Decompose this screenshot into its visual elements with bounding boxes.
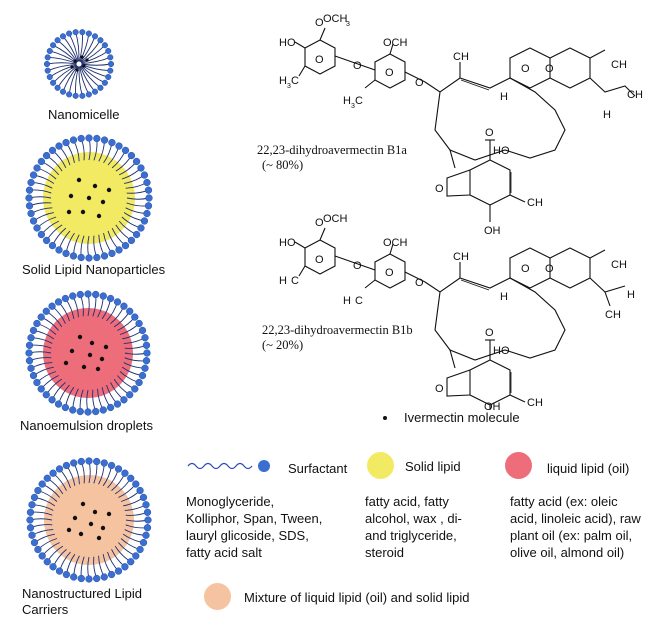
legend-liquid-lipid-title: liquid lipid (oil) — [547, 461, 630, 476]
legend-surfactant-examples: Monoglyceride, Kolliphor, Span, Tween, l… — [186, 494, 323, 560]
label-nanoemulsion-droplets: Nanoemulsion droplets — [20, 418, 153, 433]
svg-text:CH: CH — [527, 197, 543, 209]
svg-text:H: H — [603, 109, 611, 121]
structure-b1a — [294, 27, 636, 222]
svg-text:O: O — [385, 67, 394, 79]
nanostructured-lipid-carrier-drawing — [26, 457, 152, 583]
svg-text:O: O — [545, 63, 554, 75]
molecule-b1b-name: 22,23-dihydroavermectin B1b — [262, 323, 413, 337]
atom-labels-b1b: O OCH HO H C O O OCH H C O O CH O O CH H… — [279, 213, 635, 410]
svg-text:H: H — [627, 289, 635, 301]
svg-text:O: O — [545, 263, 554, 275]
legend-ivermectin-label: Ivermectin molecule — [404, 410, 520, 425]
svg-text:O: O — [521, 263, 530, 275]
svg-text:CH: CH — [627, 89, 643, 101]
svg-text:OCH: OCH — [323, 213, 348, 225]
molecule-b1a-percent: (~ 80%) — [262, 158, 304, 172]
molecule-b1a-name: 22,23-dihydroavermectin B1a — [257, 143, 407, 157]
ivermectin-structures: O OCH 3 HO H 3 C O O OCH H 3 C O O CH O … — [279, 13, 643, 410]
ivermectin-dot-icon — [383, 416, 387, 420]
svg-text:3: 3 — [351, 103, 355, 110]
svg-text:O: O — [315, 217, 324, 229]
legend-mixture-title: Mixture of liquid lipid (oil) and solid … — [244, 590, 470, 605]
svg-text:OH: OH — [484, 401, 501, 410]
svg-text:O: O — [415, 277, 424, 289]
svg-text:OCH: OCH — [323, 13, 348, 25]
svg-text:CH: CH — [605, 309, 621, 321]
svg-text:HO: HO — [493, 345, 510, 357]
svg-text:O: O — [435, 383, 444, 395]
legend-solid-lipid-examples: fatty acid, fatty alcohol, wax , di- and… — [365, 494, 462, 560]
label-nanostructured-lipid-carriers: Nanostructured Lipid Carriers — [22, 586, 142, 617]
label-nanomicelle: Nanomicelle — [48, 107, 120, 122]
svg-text:C: C — [291, 75, 299, 87]
svg-text:OCH: OCH — [383, 237, 408, 249]
svg-text:O: O — [353, 260, 362, 272]
particles-panel — [25, 29, 153, 583]
svg-text:O: O — [353, 60, 362, 72]
svg-text:H: H — [500, 291, 508, 303]
svg-text:H: H — [343, 295, 351, 307]
svg-text:C: C — [355, 95, 363, 107]
structure-b1b — [294, 227, 626, 410]
svg-text:H: H — [279, 275, 287, 287]
solid-lipid-swatch — [367, 452, 394, 479]
svg-text:H: H — [343, 95, 351, 107]
svg-text:H: H — [500, 91, 508, 103]
svg-text:HO: HO — [279, 237, 296, 249]
svg-text:C: C — [355, 295, 363, 307]
svg-text:O: O — [485, 327, 494, 339]
molecule-b1b-percent: (~ 20%) — [262, 338, 304, 352]
legend-surfactant-title: Surfactant — [288, 461, 348, 476]
atom-labels-b1a: O OCH 3 HO H 3 C O O OCH H 3 C O O CH O … — [279, 13, 643, 237]
liquid-lipid-swatch — [505, 452, 532, 479]
legend-solid-lipid-title: Solid lipid — [405, 459, 461, 474]
svg-text:C: C — [291, 275, 299, 287]
svg-text:H: H — [279, 75, 287, 87]
svg-text:O: O — [521, 63, 530, 75]
mixture-lipid-swatch — [204, 583, 231, 610]
svg-text:CH: CH — [453, 51, 469, 63]
svg-text:O: O — [315, 17, 324, 29]
nanoemulsion-droplet-drawing — [25, 290, 151, 416]
svg-text:O: O — [415, 77, 424, 89]
svg-text:O: O — [385, 267, 394, 279]
svg-text:3: 3 — [346, 21, 350, 28]
svg-text:O: O — [315, 254, 324, 266]
svg-text:HO: HO — [279, 37, 296, 49]
svg-text:O: O — [315, 54, 324, 66]
label-solid-lipid-nanoparticles: Solid Lipid Nanoparticles — [22, 262, 166, 277]
svg-text:CH: CH — [453, 251, 469, 263]
svg-text:3: 3 — [287, 83, 291, 90]
nanomicelle-drawing — [43, 29, 115, 99]
legend-liquid-lipid-examples: fatty acid (ex: oleic acid, linoleic aci… — [510, 494, 641, 560]
svg-text:CH: CH — [611, 259, 627, 271]
svg-text:CH: CH — [611, 59, 627, 71]
surfactant-icon — [187, 460, 270, 472]
svg-text:OCH: OCH — [383, 37, 408, 49]
svg-text:HO: HO — [493, 145, 510, 157]
svg-text:CH: CH — [527, 397, 543, 409]
svg-text:OH: OH — [484, 225, 501, 237]
svg-text:O: O — [435, 183, 444, 195]
svg-text:O: O — [485, 127, 494, 139]
solid-lipid-nanoparticle-drawing — [25, 134, 153, 262]
